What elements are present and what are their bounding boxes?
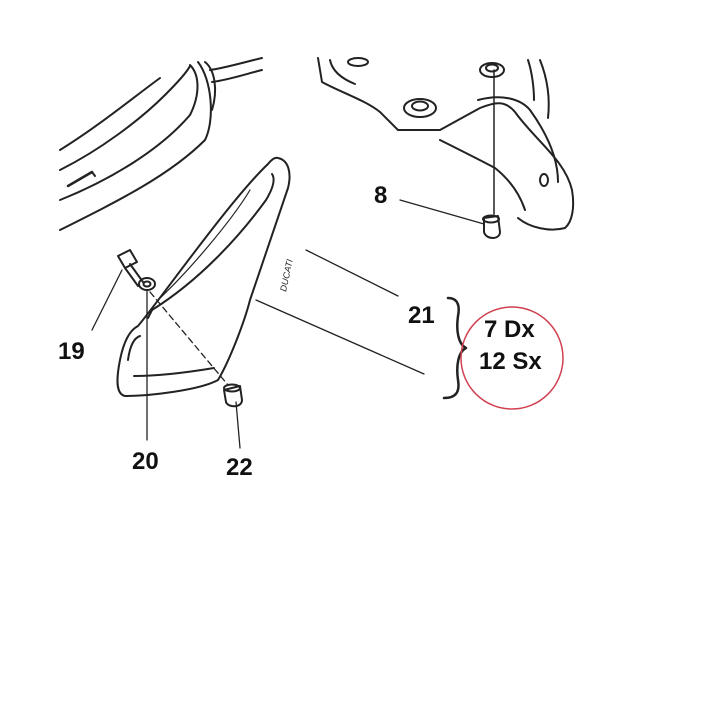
variant-left-label: 12 Sx bbox=[479, 348, 542, 375]
part-22-grommet bbox=[223, 383, 243, 408]
callout-20: 20 bbox=[132, 448, 159, 475]
assembly-lines bbox=[149, 291, 229, 386]
leader-lines bbox=[91, 199, 485, 449]
mounting-bracket bbox=[317, 57, 575, 231]
variant-brace bbox=[442, 296, 468, 400]
frame-rail bbox=[59, 57, 263, 231]
annotation-circle bbox=[460, 306, 564, 410]
callout-19: 19 bbox=[58, 338, 85, 365]
variant-right-label: 7 Dx bbox=[484, 316, 535, 343]
panel-brand-text: DUCATI bbox=[278, 258, 295, 293]
side-panel bbox=[116, 156, 291, 397]
callout-22: 22 bbox=[226, 454, 253, 481]
callout-21: 21 bbox=[408, 302, 435, 329]
part-8-nut bbox=[482, 69, 501, 239]
callout-8: 8 bbox=[374, 182, 388, 209]
part-20-washer bbox=[138, 277, 156, 291]
